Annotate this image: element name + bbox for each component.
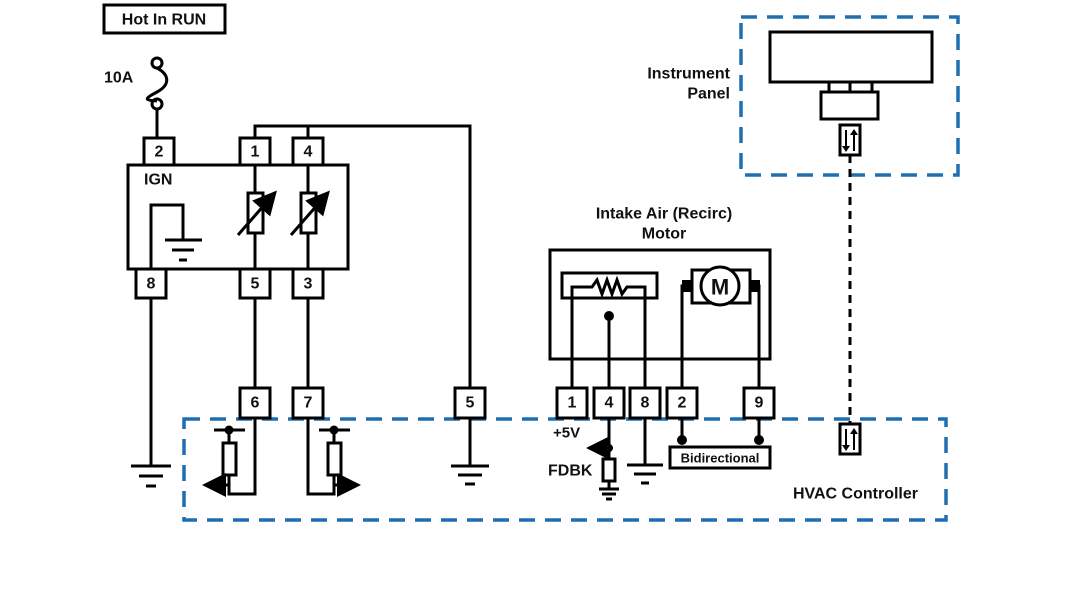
supply-voltage-label: +5V [553,425,580,442]
hvac-pin-8 [628,386,662,420]
ground-icon [451,464,489,486]
feedback-label: FDBK [548,463,593,480]
wire-reference [253,124,472,388]
ign-pin-5 [238,267,272,300]
fuse-icon [145,56,169,138]
hvac-controller-label: HVAC Controller [793,486,918,503]
motor-icon: M [680,265,761,388]
pin-label: 9 [755,395,764,412]
ground-icon [627,463,663,485]
ign-pin-2 [142,136,176,167]
pull-up-resistor-icon [306,418,361,497]
pin-label: 6 [251,395,260,412]
instrument-panel-connector [819,90,880,121]
feedback-circuit [586,418,619,501]
pin-label: 8 [641,395,650,412]
hvac-pin-9 [742,386,776,420]
instrument-panel-label-line2: Panel [687,86,730,103]
motor-title-line1: Intake Air (Recirc) [596,206,732,223]
power-source-text: Hot In RUN [122,12,206,29]
variable-resistor-icon [289,165,330,269]
instrument-panel-label-line1: Instrument [647,66,730,83]
motor-title-line2: Motor [642,226,686,243]
ground-icon [131,464,171,488]
power-source-label: Hot In RUN [102,3,227,35]
junction-dot [677,435,687,445]
pin-label: 4 [605,395,614,412]
bidirectional-label: Bidirectional [681,451,760,466]
pin-label: 1 [251,144,260,161]
pin-label: 2 [678,395,687,412]
bidirectional-arrows-icon [838,123,862,157]
motor-symbol: M [711,275,729,300]
ign-label: IGN [144,172,172,189]
hvac-pin-1 [555,386,589,420]
instrument-panel-display [768,30,934,84]
potentiometer-icon [560,271,659,388]
hvac-pin-2 [665,386,699,420]
ground-icon [149,203,202,269]
pin-label: 1 [568,395,577,412]
variable-resistor-icon [236,165,277,269]
pin-label: 5 [251,276,260,293]
hvac-controller-boundary [182,417,948,522]
bidirectional-driver [668,445,772,470]
pin-label: 4 [304,144,313,161]
junction-dot [754,435,764,445]
pin-label: 5 [466,395,475,412]
bidirectional-arrows-icon [838,422,862,456]
pin-label: 7 [304,395,313,412]
pin-label: 8 [147,276,156,293]
fuse-rating: 10A [104,70,134,87]
pull-up-resistor-icon [202,418,257,497]
pin-label: 2 [155,144,164,161]
pin-label: 3 [304,276,313,293]
ign-pin-1 [238,136,272,167]
